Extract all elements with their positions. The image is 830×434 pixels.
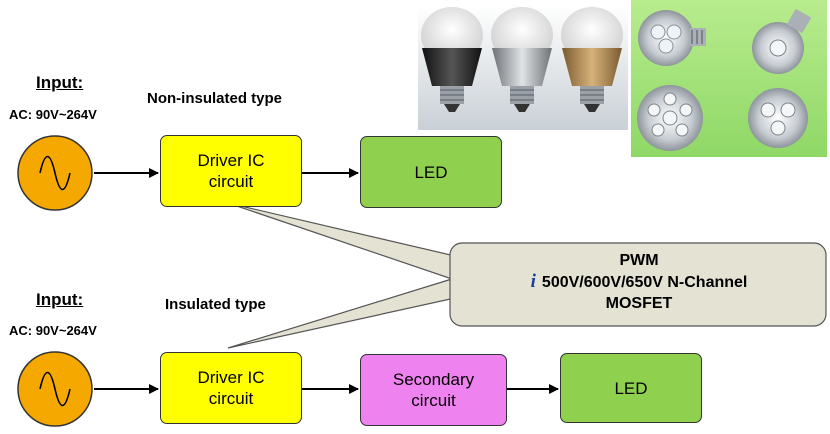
secondary-line1: Secondary <box>392 370 475 389</box>
led-spotlights-photo <box>631 0 827 157</box>
type-label-bottom: Insulated type <box>165 296 266 313</box>
type-label-top: Non-insulated type <box>147 90 283 107</box>
callout-line2: 500V/600V/650V N-Channel <box>541 274 748 291</box>
led-box-top: LED <box>360 136 502 208</box>
secondary-line2: circuit <box>411 391 456 410</box>
callout-shape <box>227 202 827 349</box>
led-label: LED <box>614 378 648 398</box>
spotlight-3 <box>637 85 703 151</box>
driver-ic-box-bottom: Driver IC circuit <box>160 352 302 424</box>
spotlight-2 <box>752 8 812 74</box>
input-title-top: Input: <box>36 73 84 92</box>
driver-ic-box-top: Driver IC circuit <box>160 135 302 207</box>
driver-line1: Driver IC <box>197 368 265 387</box>
bulb-silver <box>491 7 553 112</box>
callout-line2-row: i 500V/600V/650V N-Channel <box>452 271 826 293</box>
driver-line1: Driver IC <box>197 151 265 170</box>
secondary-circuit-box: Secondary circuit <box>360 354 507 426</box>
bulb-black <box>421 7 483 112</box>
bulb-gold <box>561 7 623 112</box>
driver-line2: circuit <box>208 172 254 191</box>
input-range-top: AC: 90V~264V <box>9 107 97 122</box>
brand-logo-icon: i <box>530 271 536 292</box>
callout-line1: PWM <box>619 252 659 269</box>
spotlight-4 <box>748 88 808 148</box>
ac-source-bottom <box>17 351 93 427</box>
led-label: LED <box>414 162 448 182</box>
led-bulbs-photo <box>418 5 628 130</box>
led-box-bottom: LED <box>560 353 702 423</box>
sine-wave-icon <box>39 371 71 407</box>
callout-line3: MOSFET <box>605 295 673 312</box>
driver-line2: circuit <box>208 389 254 408</box>
arrows <box>94 168 559 394</box>
input-title-bottom: Input: <box>36 290 84 309</box>
ac-source-top <box>17 135 93 211</box>
spotlight-1 <box>638 10 706 66</box>
input-range-bottom: AC: 90V~264V <box>9 323 97 338</box>
sine-wave-icon <box>39 155 71 191</box>
pwm-mosfet-callout: PWM i 500V/600V/650V N-Channel MOSFET <box>452 250 826 314</box>
